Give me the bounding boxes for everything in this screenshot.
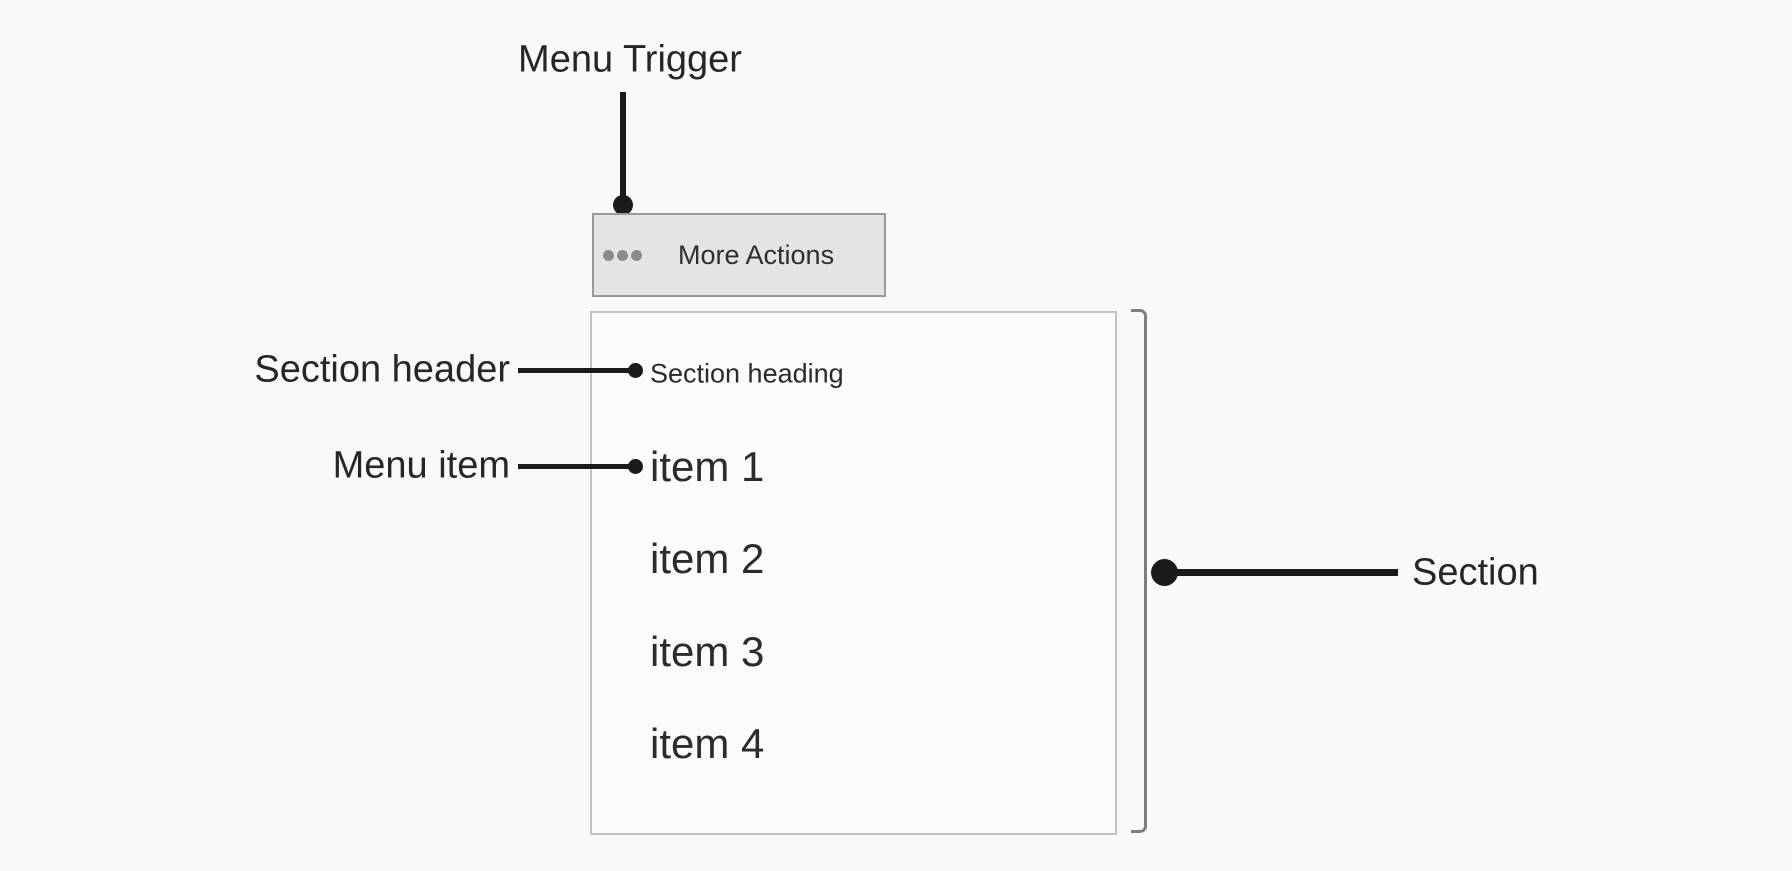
menu-trigger-callout-line — [620, 92, 626, 200]
menu-item-2[interactable]: item 2 — [650, 535, 765, 582]
more-actions-label: More Actions — [678, 239, 835, 270]
more-actions-button[interactable]: More Actions — [592, 213, 886, 297]
section-header-callout-label: Section header — [254, 348, 510, 391]
section-callout-label: Section — [1412, 551, 1539, 594]
ellipsis-icon — [603, 249, 642, 261]
menu-trigger-callout-label: Menu Trigger — [518, 38, 742, 81]
menu-item-callout-dot — [628, 459, 643, 474]
section-callout-line — [1165, 569, 1398, 576]
section-header-callout-line — [518, 368, 634, 373]
menu-item-4[interactable]: item 4 — [650, 720, 765, 767]
section-bracket — [1131, 309, 1147, 833]
section-header-callout-dot — [628, 363, 643, 378]
menu-item-callout-label: Menu item — [332, 444, 510, 487]
menu-trigger-callout-dot — [613, 195, 633, 215]
menu-item-1[interactable]: item 1 — [650, 443, 765, 490]
menu-section-heading: Section heading — [650, 358, 844, 389]
menu-item-callout-line — [518, 464, 634, 469]
menu-item-3[interactable]: item 3 — [650, 628, 765, 675]
menu-panel: Section heading item 1 item 2 item 3 ite… — [590, 311, 1117, 835]
